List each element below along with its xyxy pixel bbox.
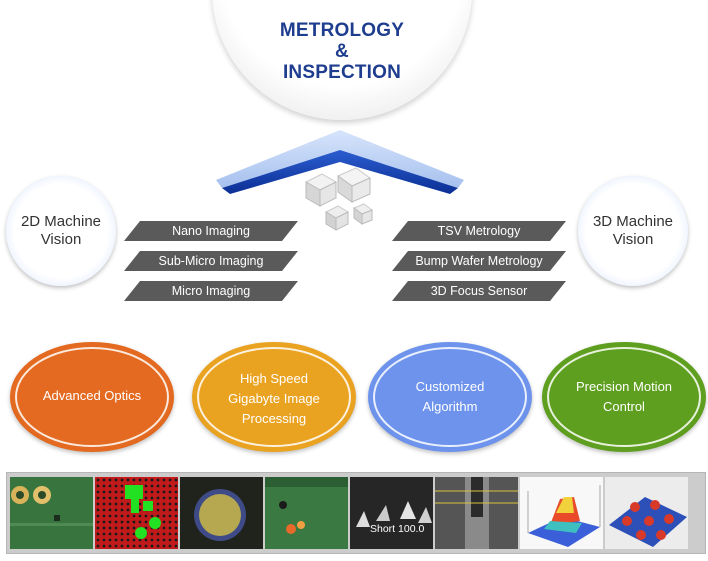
banner-3d-focus-sensor: 3D Focus Sensor <box>392 281 566 301</box>
3d-surface-plot-image <box>520 477 603 549</box>
feature-label: Precision Motion <box>575 379 673 394</box>
banner-bump-wafer-metrology: Bump Wafer Metrology <box>392 251 566 271</box>
feature-label: Algorithm <box>422 399 478 414</box>
feature-label: High Speed <box>240 371 308 386</box>
feature-label: Advanced Optics <box>42 388 142 403</box>
wafer-circle-image <box>180 477 263 549</box>
banner-sub-micro-imaging: Sub-Micro Imaging <box>124 251 298 271</box>
feature-label: Customized <box>415 379 485 394</box>
cubes-icon <box>304 167 374 231</box>
feature-high-speed-processing: High Speed Gigabyte Image Processing <box>192 342 356 452</box>
banner-nano-imaging: Nano Imaging <box>124 221 298 241</box>
short-defect-image: Short 100.0 <box>350 477 433 549</box>
pcb-pad-image <box>10 477 93 549</box>
3d-circle-label-line1: 3D Machine <box>592 213 674 230</box>
page-title-line1: METROLOGY <box>279 20 405 41</box>
roof-icon <box>216 130 464 231</box>
pcb-hole-image <box>265 477 348 549</box>
banner-tsv-metrology: TSV Metrology <box>392 221 566 241</box>
feature-precision-motion-control: Precision Motion Control <box>542 342 706 452</box>
feature-advanced-optics: Advanced Optics <box>10 342 174 452</box>
2d-circle-label-line1: 2D Machine <box>20 213 102 230</box>
tsv-image <box>435 477 518 549</box>
page-title-line3: INSPECTION <box>282 62 402 83</box>
feature-customized-algorithm: Customized Algorithm <box>368 342 532 452</box>
pcb-pattern-image <box>95 477 178 549</box>
bump-array-image <box>605 477 688 549</box>
page-title-line2: & <box>335 41 349 62</box>
feature-label: Control <box>603 399 645 414</box>
3d-machine-vision-circle: 3D Machine Vision <box>578 176 688 286</box>
2d-machine-vision-circle: 2D Machine Vision <box>6 176 116 286</box>
3d-circle-label-line2: Vision <box>612 231 654 248</box>
defect-label: Short 100.0 <box>370 523 425 535</box>
feature-label: Gigabyte Image <box>228 391 320 406</box>
banner-micro-imaging: Micro Imaging <box>124 281 298 301</box>
inspection-image-strip: Short 100.0 <box>6 472 706 554</box>
2d-circle-label-line2: Vision <box>40 231 82 248</box>
feature-label: Processing <box>241 411 307 426</box>
